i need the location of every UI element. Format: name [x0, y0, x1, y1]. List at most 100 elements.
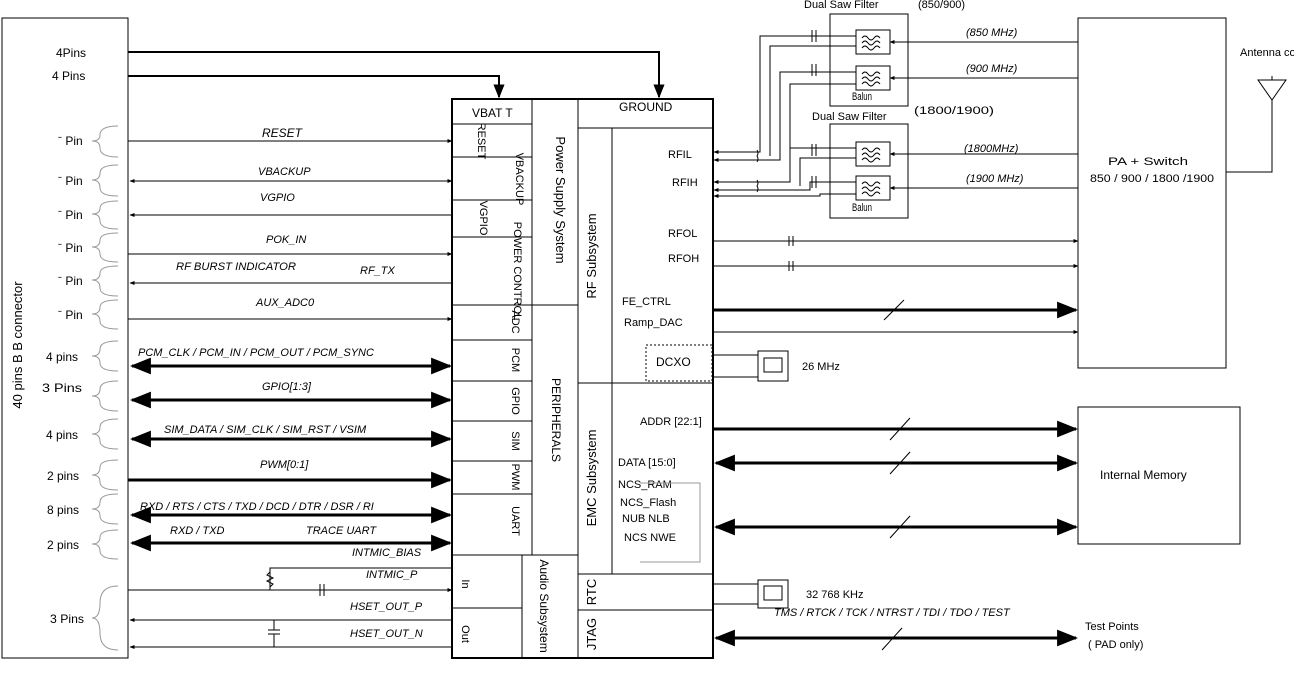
brace [91, 418, 119, 450]
rfih-port: RFIH [672, 177, 698, 189]
vbatt-line [128, 51, 665, 99]
pcm-block: PCM [509, 348, 521, 372]
ncs-ram-port: NCS_RAM [618, 479, 672, 491]
pins-top2-label: 4 Pins [52, 69, 85, 83]
rfol-port: RFOL [668, 228, 697, 240]
rf-tx-label: RF_TX [360, 265, 396, 277]
intmic-p-label: INTMIC_P [366, 569, 418, 581]
brace [91, 125, 119, 158]
xtal-26-label: 26 MHz [802, 361, 840, 373]
emc-subsystem-title: EMC Subsystem [584, 430, 599, 527]
saw-filter [855, 65, 891, 91]
pin-label: 4 pins [46, 428, 78, 442]
pa-switch-box [1077, 17, 1227, 369]
aux-adc-label: AUX_ADC0 [255, 297, 315, 309]
f1900-label: (1900 MHz) [966, 173, 1024, 185]
fe-ctrl-port: FE_CTRL [622, 296, 671, 308]
uart-label: RXD / RTS / CTS / TXD / DCD / DTR / DSR … [140, 501, 374, 513]
saw2-bands: (1800/1900) [914, 105, 994, 117]
rf-burst-label: RF BURST INDICATOR [176, 261, 296, 273]
pwm-label: PWM[0:1] [260, 459, 309, 471]
module-box [451, 98, 714, 659]
gpio-label: GPIO[1:3] [262, 381, 312, 393]
memory-bracket [640, 482, 701, 563]
xtal-32-label: 32 768 KHz [806, 589, 863, 601]
vbatt-block: VBAT T [472, 106, 513, 120]
f850-label: (850 MHz) [966, 27, 1018, 39]
nub-nlb-port: NUB NLB [622, 513, 670, 525]
brace [91, 164, 119, 197]
pin-label: 2 pins [47, 538, 79, 552]
test-points-label: Test Points [1085, 621, 1139, 633]
pwm-block: PWM [509, 464, 521, 491]
output-capacitor [268, 620, 280, 647]
ground-line [128, 75, 505, 99]
rfoh-port: RFOH [668, 253, 699, 265]
pin-label: 3 Pins [50, 612, 84, 626]
vgpio-block: VGPIO [477, 201, 489, 236]
antenna-label: Antenna connector [1240, 47, 1294, 59]
jtag-label: TMS / RTCK / TCK / NTRST / TDI / TDO / T… [774, 607, 1011, 619]
rfil-port: RFIL [668, 149, 692, 161]
intmic-bias-line [269, 567, 452, 590]
brace [91, 299, 119, 330]
saw-filter-850-900 [829, 13, 909, 107]
vbackup-label: VBACKUP [258, 166, 311, 178]
brace [91, 529, 119, 560]
power-control-block: POWER CONTROL [511, 222, 523, 320]
balun-label: Balun [852, 202, 872, 214]
rf-subsystem-title: RF Subsystem [584, 213, 599, 298]
saw2-title: Dual Saw Filter [812, 111, 887, 123]
pok-label: POK_IN [266, 234, 306, 246]
ramp-dac-port: Ramp_DAC [624, 317, 683, 329]
pins-top1-label: 4Pins [56, 46, 86, 60]
brace [91, 585, 119, 651]
rtc-block: RTC [584, 579, 599, 605]
balun-label: Balun [852, 91, 872, 103]
saw-filter [855, 29, 891, 55]
connector-title: 40 pins B B connector [10, 281, 25, 409]
brace [91, 459, 119, 491]
uart-block: UART [509, 506, 521, 536]
pa-switch-label: PA + Switch [1108, 156, 1188, 168]
adc-block: ADC [509, 310, 521, 333]
pin-label: ˉ Pin [58, 134, 83, 148]
dcxo-box [645, 344, 713, 382]
intmic-bias-label: INTMIC_BIAS [352, 547, 422, 559]
pad-only-label: ( PAD only) [1088, 639, 1143, 651]
ground-block: GROUND [619, 100, 673, 114]
sim-block: SIM [509, 431, 521, 451]
pin-label: ˉ Pin [58, 174, 83, 188]
hset-n-label: HSET_OUT_N [350, 628, 423, 640]
gpio-block: GPIO [509, 387, 521, 415]
brace [91, 493, 119, 525]
saw1-bands: (850/900) [918, 0, 965, 11]
resistor [265, 571, 275, 588]
f900-label: (900 MHz) [966, 63, 1018, 75]
saw1-title: Dual Saw Filter [804, 0, 879, 11]
dcxo-label: DCXO [656, 355, 691, 369]
bb-connector [1, 17, 129, 659]
saw-filter [855, 141, 891, 167]
pin-label: ˉ Pin [58, 308, 83, 322]
saw-filter [855, 175, 891, 201]
audio-in-block: In [459, 579, 471, 588]
ncs-nwe-port: NCS NWE [624, 532, 676, 544]
pa-bands-label: 850 / 900 / 1800 /1900 [1090, 173, 1214, 185]
peripherals-title: PERIPHERALS [549, 378, 563, 462]
ncs-flash-port: NCS_Flash [620, 497, 676, 509]
jtag-block: JTAG [584, 618, 599, 650]
antenna-line [1226, 100, 1273, 173]
audio-subsystem-title: Audio Subsystem [537, 559, 551, 652]
audio-out-block: Out [459, 625, 471, 643]
f1800-label: (1800MHz) [964, 143, 1019, 155]
pin-label: ˉ Pin [58, 274, 83, 288]
brace [91, 232, 119, 263]
pcm-label: PCM_CLK / PCM_IN / PCM_OUT / PCM_SYNC [138, 347, 374, 359]
pin-label: 2 pins [47, 469, 79, 483]
pin-label: 4 pins [46, 350, 78, 364]
internal-memory-box [1077, 406, 1241, 545]
trace-pins-label: RXD / TXD [170, 525, 224, 537]
pin-label: 8 pins [47, 503, 79, 517]
